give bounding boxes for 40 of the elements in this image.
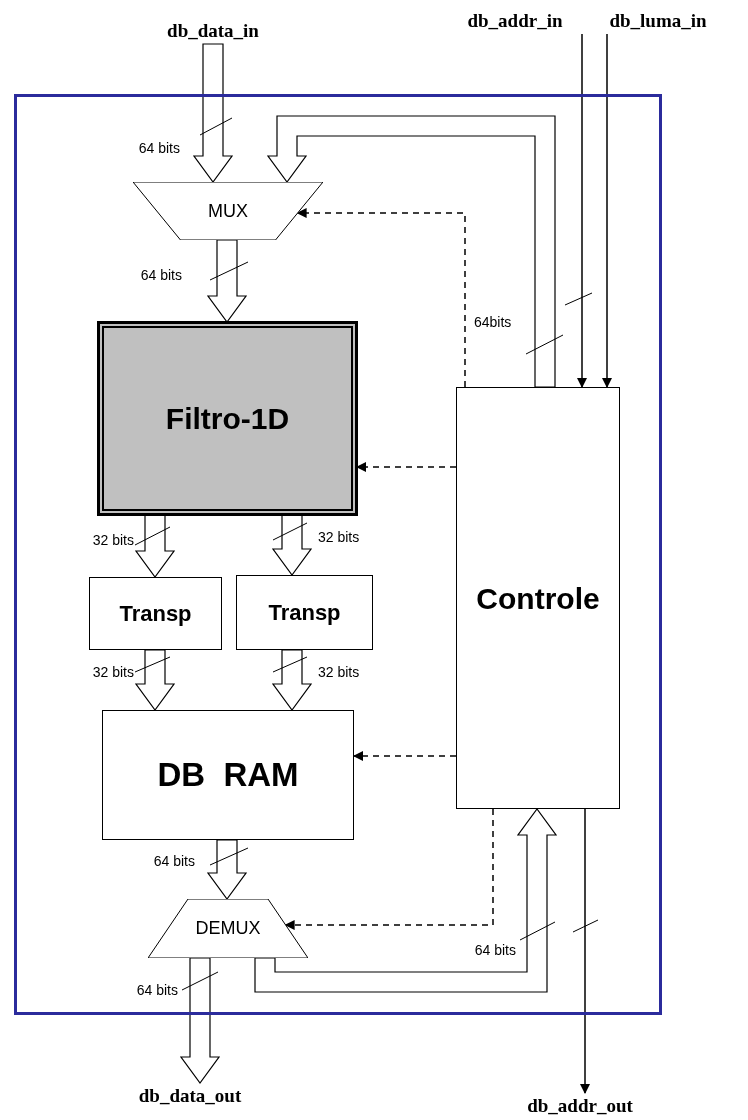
signal-label: db_luma_in — [596, 8, 720, 34]
bus-width-label: 64bits — [474, 313, 512, 331]
signal-label: db_data_in — [133, 18, 293, 44]
mux-block: MUX — [133, 182, 323, 240]
signal-arrow — [577, 33, 587, 388]
control-arrow — [353, 751, 457, 761]
bus-arrow — [134, 649, 176, 711]
bus-arrow — [179, 957, 221, 1084]
bus-width-label: 64 bits — [136, 981, 178, 999]
bus-width-label: 32 bits — [318, 528, 360, 546]
bus-width-label: 64 bits — [138, 139, 180, 157]
bus-arrow — [266, 115, 556, 388]
signal-arrow — [580, 808, 590, 1094]
bus-arrow — [134, 514, 176, 578]
process-block: Transp — [236, 575, 373, 650]
bus-width-label: 32 bits — [92, 663, 134, 681]
signal-label: db_data_out — [110, 1083, 270, 1109]
bus-width-label: 64 bits — [140, 266, 182, 284]
signal-label: db_addr_out — [500, 1093, 660, 1119]
bus-arrow — [271, 514, 313, 576]
control-arrow — [296, 208, 466, 388]
filter-block: Filtro-1D — [98, 322, 357, 515]
bus-arrow — [206, 839, 248, 900]
bus-width-label: 64 bits — [153, 852, 195, 870]
process-block: Transp — [89, 577, 222, 650]
process-block: DB RAM — [102, 710, 354, 840]
bus-arrow — [192, 43, 234, 183]
control-arrow — [284, 808, 494, 930]
signal-arrow — [602, 33, 612, 388]
bus-width-label: 32 bits — [92, 531, 134, 549]
bus-width-label: 64 bits — [474, 941, 516, 959]
control-arrow — [356, 462, 457, 472]
demux-block: DEMUX — [148, 899, 308, 958]
signal-label: db_addr_in — [440, 8, 590, 34]
process-block: Controle — [456, 387, 620, 809]
bus-arrow — [206, 239, 248, 323]
bus-arrow — [254, 808, 558, 993]
bus-width-label: 32 bits — [318, 663, 360, 681]
bus-arrow — [271, 649, 313, 711]
module-boundary — [14, 94, 662, 1015]
